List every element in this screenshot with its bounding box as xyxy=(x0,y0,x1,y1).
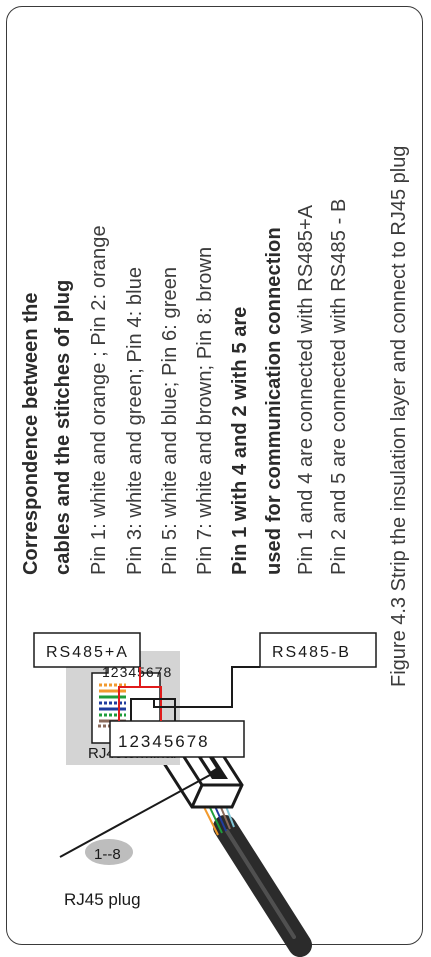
rs485a-label: RS485+A xyxy=(46,644,129,661)
conn-line-1: Pin 1 and 4 are connected with RS485+A xyxy=(295,204,317,575)
pin-range-text: 1--8 xyxy=(94,846,121,863)
pin-line-2: Pin 3: white and green; Pin 4: blue xyxy=(124,266,146,575)
rs485b-box: RS485-B xyxy=(259,632,377,668)
plug-label-group: RJ45 plug xyxy=(64,890,141,909)
comm-line-2: used for communication connection xyxy=(263,227,285,575)
wiring-diagram: RJ45 plug 1--8 RJ45terminal xyxy=(33,632,377,957)
rs485a-box: RS485+A xyxy=(33,632,141,668)
pin-line-3: Pin 5: white and blue; Pin 6: green xyxy=(159,266,181,575)
wires-red xyxy=(118,667,162,721)
heading-line-1: Correspondence between the xyxy=(20,292,42,575)
pin-line-4: Pin 7: white and brown; Pin 8: brown xyxy=(194,246,216,575)
figure-caption: Figure 4.3 Strip the insulation layer an… xyxy=(388,145,410,687)
wires-black xyxy=(130,666,260,721)
terminal-pin-numbers: 12345678 xyxy=(102,664,172,680)
pin-range-badge: 1--8 xyxy=(85,839,133,865)
heading-line-2: cables and the stitches of plug xyxy=(52,279,74,575)
terminal-block: 12345678 xyxy=(109,720,245,758)
comm-line-1: Pin 1 with 4 and 2 with 5 are xyxy=(229,306,251,575)
plug-pointer-line xyxy=(59,774,211,858)
rj45-cable xyxy=(199,790,312,957)
figure-frame xyxy=(6,6,423,945)
pin-line-1: Pin 1: white and orange ; Pin 2: orange xyxy=(88,225,110,575)
block-pin-numbers: 12345678 xyxy=(118,732,210,751)
conn-line-2: Pin 2 and 5 are connected with RS485 - B xyxy=(328,198,350,575)
rs485b-label: RS485-B xyxy=(272,644,351,661)
plug-label: RJ45 plug xyxy=(64,890,141,909)
